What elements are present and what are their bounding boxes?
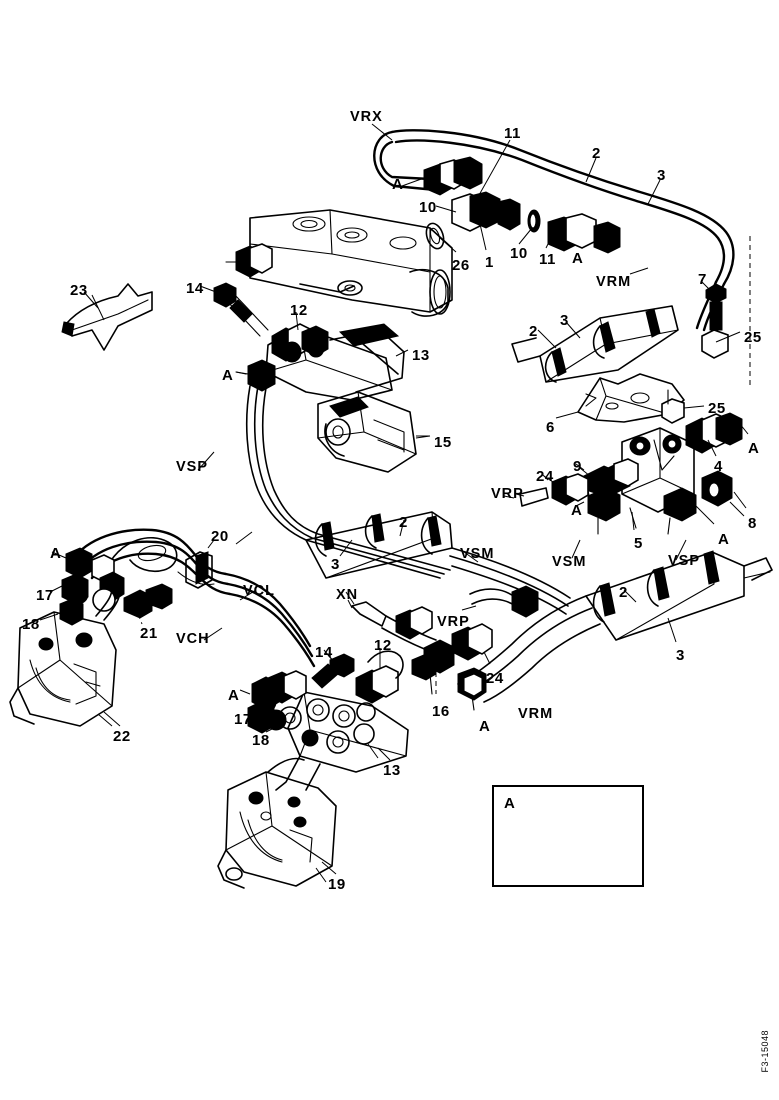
callout-12: 12	[290, 302, 308, 319]
callout-2: 2	[592, 145, 601, 162]
callout-vsp: VSP	[668, 553, 701, 569]
callout-a: A	[392, 176, 404, 193]
callout-18: 18	[252, 732, 270, 749]
detail-box-a-label: A	[504, 795, 516, 812]
lower-right-fittings	[347, 585, 539, 711]
callout-9: 9	[573, 458, 582, 475]
pump-19	[217, 757, 337, 889]
callout-vsm: VSM	[460, 546, 495, 562]
callout-a: A	[571, 502, 583, 519]
callout-3: 3	[560, 312, 569, 329]
callout-a: A	[748, 440, 760, 457]
callout-6: 6	[546, 419, 555, 436]
callout-vsm: VSM	[552, 554, 587, 570]
callout-21: 21	[140, 625, 158, 642]
callout-a: A	[718, 531, 730, 548]
right-lower-tube	[457, 550, 773, 703]
callout-14: 14	[186, 280, 204, 297]
callout-20: 20	[211, 528, 229, 545]
drawing-code: F3-15048	[760, 1030, 770, 1073]
upper-control-valve-block	[213, 282, 405, 401]
callout-vcl: VCL	[243, 583, 275, 599]
callout-xn: XN	[336, 587, 359, 603]
callout-17: 17	[36, 587, 54, 604]
callout-a: A	[222, 367, 234, 384]
callout-a: A	[228, 687, 240, 704]
callout-a: A	[572, 250, 584, 267]
callout-2: 2	[619, 584, 628, 601]
callout-a: A	[479, 718, 491, 735]
callout-16: 16	[432, 703, 450, 720]
callout-vrp: VRP	[491, 486, 524, 502]
callout-a: A	[50, 545, 62, 562]
callout-vrp: VRP	[437, 614, 470, 630]
callout-15: 15	[434, 434, 452, 451]
callout-7: 7	[698, 271, 707, 288]
callout-2: 2	[529, 323, 538, 340]
hose-end-fittings-left	[39, 539, 215, 626]
callout-5: 5	[634, 535, 643, 552]
bolts-7-25	[661, 236, 751, 424]
callout-14: 14	[315, 644, 333, 661]
callout-vch: VCH	[176, 631, 210, 647]
motor-15	[317, 391, 430, 473]
callout-26: 26	[452, 257, 470, 274]
callout-3: 3	[331, 556, 340, 573]
lower-control-valve-block	[239, 650, 409, 791]
top-manifold-block	[225, 209, 453, 317]
callout-2: 2	[399, 514, 408, 531]
vrx-fittings	[423, 156, 621, 254]
callout-25: 25	[708, 400, 726, 417]
callout-10: 10	[510, 245, 528, 262]
callout-4: 4	[714, 458, 723, 475]
callout-23: 23	[70, 282, 88, 299]
callout-11: 11	[539, 251, 556, 268]
callout-25: 25	[744, 329, 762, 346]
callout-vrx: VRX	[350, 109, 383, 125]
callout-leaders	[83, 123, 745, 875]
vrm-tube-right	[511, 305, 679, 383]
callout-24: 24	[486, 670, 504, 687]
callout-24: 24	[536, 468, 554, 485]
callout-8: 8	[748, 515, 757, 532]
callout-17: 17	[234, 711, 252, 728]
callout-22: 22	[113, 728, 131, 745]
callout-18: 18	[22, 616, 40, 633]
callout-13: 13	[383, 762, 401, 779]
solenoid-valve-block	[503, 412, 749, 535]
callout-10: 10	[419, 199, 437, 216]
callout-1: 1	[485, 254, 494, 271]
callout-3: 3	[676, 647, 685, 664]
callout-13: 13	[412, 347, 430, 364]
callout-3: 3	[657, 167, 666, 184]
callout-12: 12	[374, 637, 392, 654]
callout-vrm: VRM	[596, 274, 632, 290]
center-tube-assembly	[245, 385, 571, 615]
detail-box-a	[492, 785, 644, 887]
pump-housing-22	[9, 579, 121, 727]
callout-vrm: VRM	[518, 706, 554, 722]
callout-vsp: VSP	[176, 459, 209, 475]
callout-11: 11	[504, 125, 521, 142]
mount-bracket-6	[555, 373, 685, 423]
callout-19: 19	[328, 876, 346, 893]
